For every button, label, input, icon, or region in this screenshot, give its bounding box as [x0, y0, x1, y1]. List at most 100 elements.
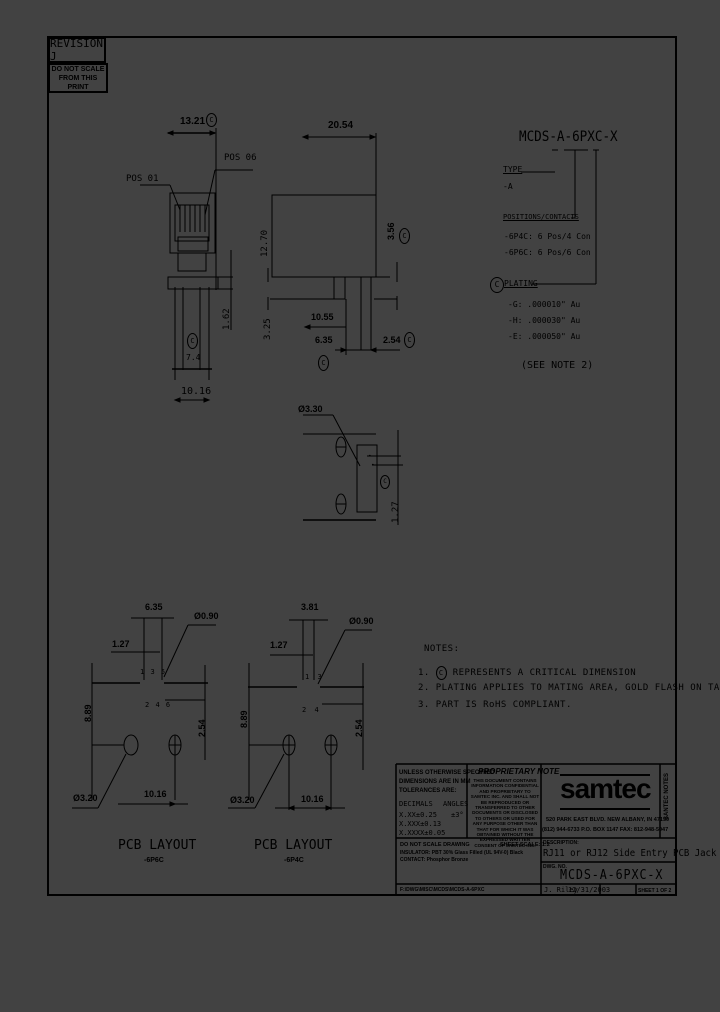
note-3: 3. PART IS RoHS COMPLIANT. — [418, 700, 572, 710]
decimals-label: DECIMALS — [399, 800, 433, 808]
positions-option-2: -6P6C: 6 Pos/6 Con — [504, 248, 591, 257]
pcb1-dim-row-offset: 2.54 — [197, 719, 207, 737]
front-view-linework — [140, 128, 253, 403]
critical-dim-symbol: C — [206, 113, 217, 127]
part-callout-linework — [521, 149, 599, 285]
revision-label: REVISION J — [50, 37, 103, 63]
dim-bottom-spacing: 1.27 — [391, 501, 401, 523]
pcb2-dim-vertical: 8.89 — [239, 710, 249, 728]
material-insulator: INSULATOR: PBT 30% Glass Filled (UL 94V-… — [400, 850, 524, 856]
dim-front-height: 1.62 — [222, 308, 232, 330]
tolerance-line-3: TOLERANCES ARE: — [399, 788, 457, 794]
plating-option-g: -G: .000010" Au — [508, 300, 581, 309]
note-2: 2. PLATING APPLIES TO MATING AREA, GOLD … — [418, 683, 720, 693]
plating-option-e: -E: .000050" Au — [508, 332, 581, 341]
sheet-number: SHEET 1 OF 2 — [638, 888, 672, 894]
tolerance-line-2: DIMENSIONS ARE IN MM — [399, 779, 471, 785]
tolerance-angle: ±3° — [451, 811, 464, 819]
dim-side-pin-length: 3.25 — [263, 318, 273, 340]
svg-text:•: • — [371, 462, 375, 469]
dim-pin-span: 7.4 — [186, 353, 201, 362]
dim-bottom-hole: Ø3.30 — [298, 404, 323, 414]
warning-line-2: FROM THIS PRINT — [58, 74, 98, 91]
description-value: RJ11 or RJ12 Side Entry PCB Jack — [543, 848, 717, 859]
drawn-by: J. Riley — [544, 886, 578, 894]
pcb2-dim-pitch: 1.27 — [270, 640, 288, 650]
tolerance-dec-1: X.XX±0.25 — [399, 811, 437, 819]
pcb2-dim-post-hole: Ø3.20 — [230, 795, 255, 805]
see-note-2: (SEE NOTE 2) — [521, 360, 594, 371]
description-label: DESCRIPTION: — [543, 840, 579, 846]
material-contact: CONTACT: Phosphor Bronze — [400, 857, 469, 863]
pcb1-dim-span: 6.35 — [145, 602, 163, 612]
critical-dim-symbol: C — [399, 228, 410, 244]
pcb-layout-6p6c-linework — [72, 617, 216, 809]
pcb1-dim-pitch: 1.27 — [112, 639, 130, 649]
critical-dim-symbol: C — [380, 475, 390, 489]
tolerance-dec-3: X.XXXX±0.05 — [399, 829, 446, 837]
type-value: -A — [503, 182, 513, 191]
pcb2-dim-row-offset: 2.54 — [354, 719, 364, 737]
pcb2-dim-hole: Ø0.90 — [349, 616, 374, 626]
pcb2-pins-bottom: 2 4 — [302, 706, 321, 714]
do-not-scale-box: DO NOT SCALE FROM THIS PRINT — [48, 63, 108, 93]
sheet-scale: SHEET SCALE: 1:2 — [500, 842, 550, 848]
dim-side-offset: 3.56 — [386, 222, 396, 240]
critical-dim-symbol: C — [490, 277, 504, 293]
notes-heading: NOTES: — [424, 644, 460, 654]
dim-pin-from-front: 10.55 — [311, 312, 334, 322]
critical-dim-symbol: C — [318, 355, 329, 371]
dim-front-width-bottom: 10.16 — [181, 386, 212, 397]
pcb1-dim-post-hole: Ø3.20 — [73, 793, 98, 803]
pcb2-title: PCB LAYOUT — [254, 838, 333, 853]
positions-option-1: -6P4C: 6 Pos/4 Con — [504, 232, 591, 241]
pcb2-dim-post-spacing: 10.16 — [301, 794, 324, 804]
angles-label: ANGLES — [443, 800, 469, 808]
drawing-date: 12/31/2003 — [568, 886, 611, 894]
part-number-callout: MCDS-A-6PXC-X — [519, 129, 618, 145]
pos-01-label: POS 01 — [126, 174, 159, 184]
dim-pin-row: 6.35 — [315, 335, 333, 345]
pcb2-variant: -6P4C — [284, 857, 304, 864]
pcb1-dim-post-spacing: 10.16 — [144, 789, 167, 799]
tolerance-dec-2: X.XXX±0.13 — [399, 820, 442, 828]
company-address: 520 PARK EAST BLVD. NEW ALBANY, IN 47150 — [546, 817, 670, 823]
pcb1-title: PCB LAYOUT — [118, 838, 197, 853]
side-code: SANTEC NOTES — [664, 772, 670, 820]
pcb1-dim-hole: Ø0.90 — [194, 611, 219, 621]
dim-side-height: 12.70 — [260, 229, 270, 257]
positions-label: POSITIONS/CONTACTS — [503, 213, 579, 221]
proprietary-text: THIS DOCUMENT CONTAINS INFORMATION CONFI… — [470, 778, 540, 848]
dwg-no-label: DWG. NO. — [543, 864, 567, 870]
pcb1-dim-vertical: 8.89 — [83, 704, 93, 722]
pcb2-pins-top: 1 3 — [305, 673, 324, 681]
file-path: F:\DWG\MISC\MCDS\MCDS-A-6PXC — [400, 887, 485, 893]
pcb1-pins-bottom: 2 4 6 — [145, 701, 172, 709]
bottom-view-linework: • • — [303, 414, 403, 525]
logo-rule-bottom — [560, 808, 650, 810]
critical-dim-symbol: C — [187, 333, 198, 349]
dim-front-width-top: 13.21 — [180, 116, 206, 127]
dim-side-depth: 20.54 — [328, 120, 354, 131]
title-block-grid — [395, 763, 677, 896]
critical-dim-symbol: C — [435, 666, 447, 680]
dwg-number: MCDS-A-6PXC-X — [560, 868, 664, 883]
pcb1-variant: -6P6C — [144, 857, 164, 864]
revision-box: REVISION J — [48, 37, 106, 63]
svg-text:•: • — [368, 453, 372, 460]
proprietary-title: PROPRIETARY NOTE — [478, 767, 560, 776]
tolerance-line-1: UNLESS OTHERWISE SPECIFIED — [399, 770, 495, 776]
company-phone: (812) 944-6733 P.O. BOX 1147 FAX: 812-94… — [542, 827, 669, 833]
do-not-scale-drawing: DO NOT SCALE DRAWING — [400, 842, 470, 848]
pcb1-pins-top: 1 3 5 — [140, 668, 167, 676]
dim-pin-pitch: 2.54 — [383, 335, 401, 345]
logo-rule-top — [560, 774, 650, 776]
samtec-logo: samtec — [560, 773, 652, 804]
plating-label: PLATING — [504, 279, 538, 288]
critical-dim-symbol: C — [404, 332, 415, 348]
pcb2-dim-span: 3.81 — [301, 602, 319, 612]
pos-06-label: POS 06 — [224, 153, 257, 163]
note-1: 1. C REPRESENTS A CRITICAL DIMENSION — [418, 666, 637, 680]
side-view-linework — [267, 133, 400, 355]
